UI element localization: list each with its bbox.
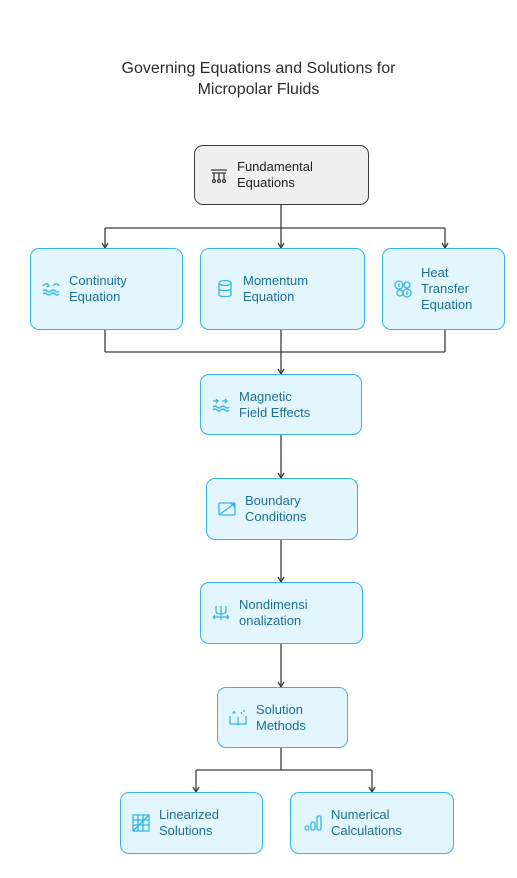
node-label-line: Calculations bbox=[331, 823, 402, 838]
node-heat-transfer-equation[interactable]: Heat Transfer Equation bbox=[382, 248, 505, 330]
node-label-line: Boundary bbox=[245, 493, 301, 508]
field-waves-icon bbox=[209, 393, 233, 417]
node-linearized-solutions[interactable]: Linearized Solutions bbox=[120, 792, 263, 854]
book-sparkle-icon bbox=[226, 706, 250, 730]
node-label-line: Equation bbox=[69, 289, 121, 304]
node-label-line: Conditions bbox=[245, 509, 307, 524]
flow-waves-icon bbox=[39, 277, 63, 301]
node-label: Boundary Conditions bbox=[245, 493, 306, 525]
trident-icon bbox=[209, 601, 233, 625]
node-magnetic-field-effects[interactable]: Magnetic Field Effects bbox=[200, 374, 362, 435]
diagram-title-line-2: Micropolar Fluids bbox=[197, 81, 320, 98]
node-nondimensionalization[interactable]: Nondimensi onalization bbox=[200, 582, 363, 644]
node-label: Numerical Calculations bbox=[331, 807, 402, 839]
thermometer-icon bbox=[391, 277, 415, 301]
node-label: Linearized Solutions bbox=[159, 807, 219, 839]
node-fundamental-equations[interactable]: Fundamental Equations bbox=[194, 145, 369, 205]
connector-fundamental-split bbox=[105, 205, 445, 229]
node-label-line: Linearized bbox=[159, 807, 219, 822]
bar-chart-icon bbox=[301, 811, 325, 835]
node-continuity-equation[interactable]: Continuity Equation bbox=[30, 248, 183, 330]
node-label-line: Field Effects bbox=[239, 404, 311, 420]
node-label: Magnetic Field Effects bbox=[239, 389, 310, 421]
columns-icon bbox=[207, 163, 231, 187]
node-label-line: Equations bbox=[237, 175, 295, 190]
connector-merge bbox=[104, 330, 446, 353]
node-label: Momentum Equation bbox=[243, 273, 308, 305]
node-boundary-conditions[interactable]: Boundary Conditions bbox=[206, 478, 358, 540]
node-label-line: Equation bbox=[421, 297, 473, 312]
diagram-title-line-1: Governing Equations and Solutions for bbox=[121, 60, 396, 77]
node-label: Solution Methods bbox=[256, 702, 306, 734]
node-label-line: Transfer bbox=[421, 281, 469, 296]
node-label-line: Nondimensi bbox=[239, 597, 308, 612]
node-numerical-calculations[interactable]: Numerical Calculations bbox=[290, 792, 454, 854]
node-solution-methods[interactable]: Solution Methods bbox=[217, 687, 348, 748]
node-label: Fundamental Equations bbox=[237, 159, 313, 191]
node-label-line: Solution bbox=[256, 701, 303, 717]
node-label-line: Solutions bbox=[159, 823, 213, 838]
diagram-title: Governing Equations and Solutions for Mi… bbox=[0, 58, 517, 100]
node-label-line: Momentum bbox=[243, 273, 309, 288]
node-label-line: Numerical bbox=[331, 807, 390, 822]
cylinder-icon bbox=[213, 277, 237, 301]
node-label-line: Fundamental bbox=[237, 159, 313, 174]
node-label-line: Magnetic bbox=[239, 388, 292, 404]
node-label-line: Equation bbox=[243, 289, 295, 304]
node-momentum-equation[interactable]: Momentum Equation bbox=[200, 248, 365, 330]
node-label-line: Methods bbox=[256, 717, 306, 733]
node-label: Continuity Equation bbox=[69, 273, 127, 305]
node-label: Heat Transfer Equation bbox=[421, 265, 472, 313]
connector-solution-split bbox=[196, 748, 372, 771]
boundary-box-icon bbox=[215, 497, 239, 521]
grid-icon bbox=[129, 811, 153, 835]
node-label: Nondimensi onalization bbox=[239, 597, 308, 629]
node-label-line: onalization bbox=[239, 613, 302, 628]
node-label-line: Continuity bbox=[69, 273, 127, 288]
node-label-line: Heat bbox=[421, 265, 449, 280]
